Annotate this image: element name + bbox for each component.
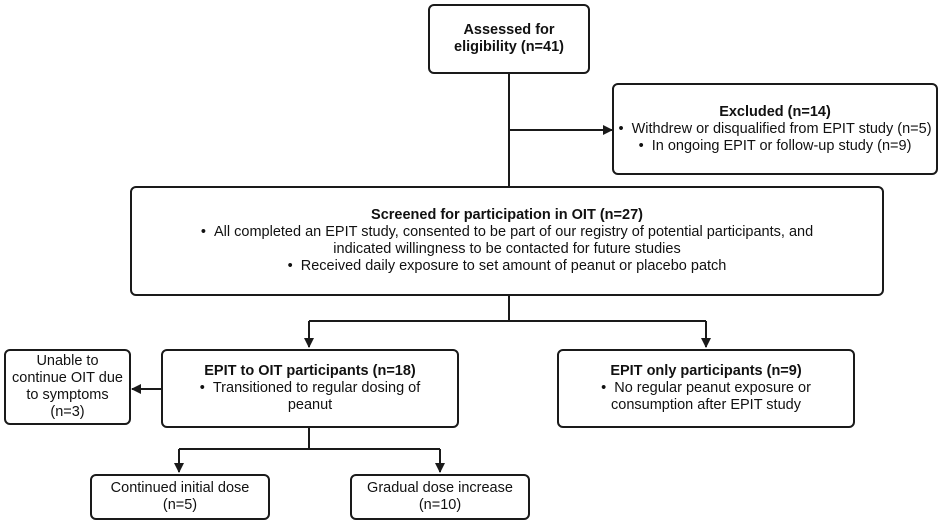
unable-text: Unable to continue OIT due to symptoms (… [12,353,123,420]
epit-only-box: EPIT only participants (n=9) No regular … [557,349,855,428]
unable-box: Unable to continue OIT due to symptoms (… [4,349,131,425]
screened-bullet-1: All completed an EPIT study, consented t… [160,224,854,258]
excluded-bullet-2: In ongoing EPIT or follow-up study (n=9) [639,138,912,155]
epit-to-oit-title: EPIT to OIT participants (n=18) [204,363,416,379]
screened-box: Screened for participation in OIT (n=27)… [130,186,884,296]
excluded-bullet-1: Withdrew or disqualified from EPIT study… [618,121,932,138]
epit-to-oit-box: EPIT to OIT participants (n=18) Transiti… [161,349,459,428]
gradual-text: Gradual dose increase (n=10) [367,480,513,513]
continued-text: Continued initial dose (n=5) [110,480,250,513]
excluded-title: Excluded (n=14) [719,103,831,120]
epit-only-bullet-1: No regular peanut exposure or consumptio… [593,380,819,414]
screened-title: Screened for participation in OIT (n=27) [371,207,643,223]
gradual-box: Gradual dose increase (n=10) [350,474,530,520]
screened-bullet-2: Received daily exposure to set amount of… [288,258,727,275]
assessed-title: Assessed for eligibility (n=41) [454,22,564,55]
epit-only-title: EPIT only participants (n=9) [610,363,802,379]
assessed-box: Assessed for eligibility (n=41) [428,4,590,74]
excluded-box: Excluded (n=14) Withdrew or disqualified… [612,83,938,175]
continued-box: Continued initial dose (n=5) [90,474,270,520]
epit-to-oit-bullet-1: Transitioned to regular dosing of peanut [193,380,427,414]
